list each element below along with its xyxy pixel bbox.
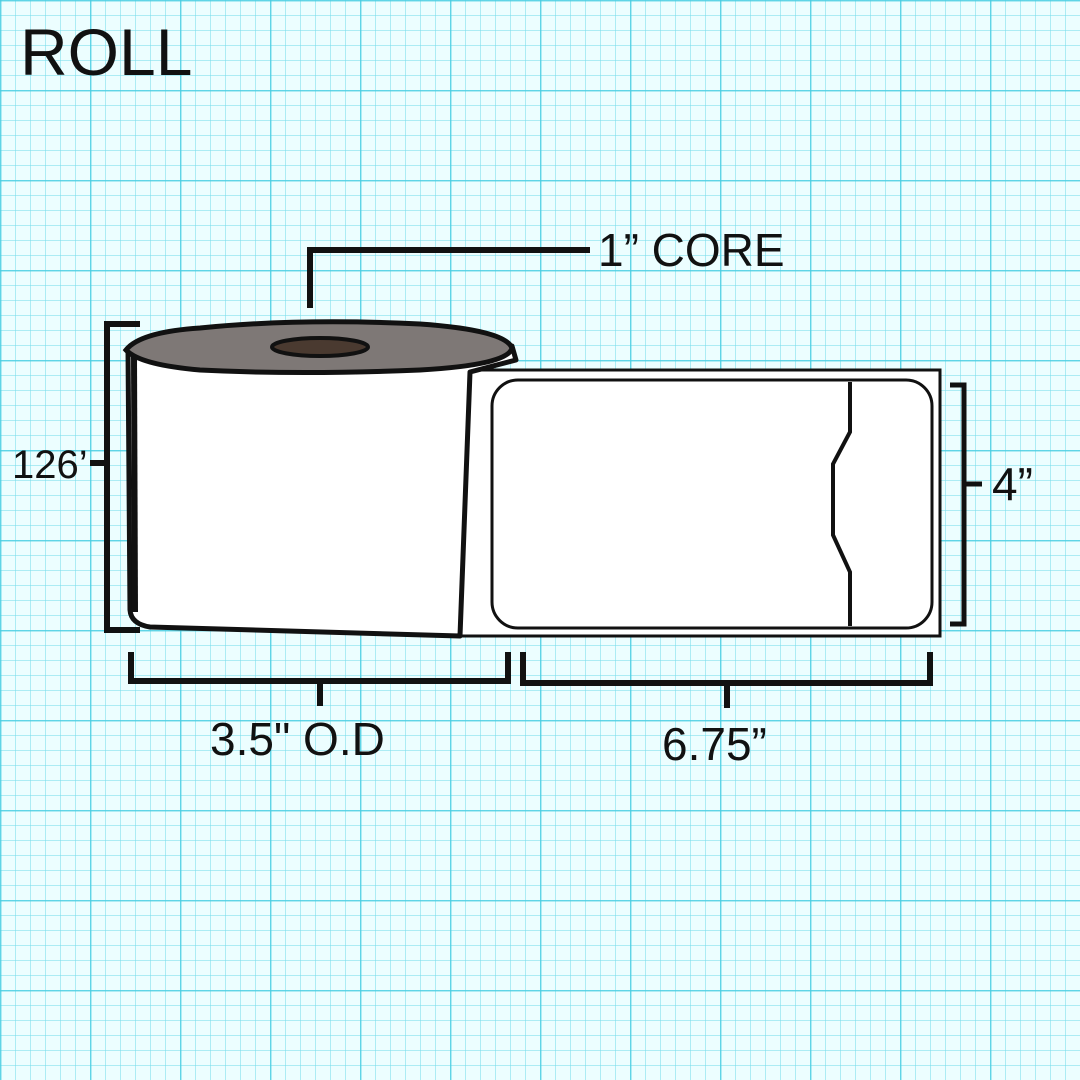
outer-diameter-bracket	[128, 652, 511, 684]
label-stub-line	[831, 382, 852, 626]
roll-body	[125, 343, 519, 639]
outer-diameter-label: 3.5" O.D	[210, 713, 385, 765]
shipping-label	[490, 378, 934, 630]
label-height-bracket	[950, 382, 967, 627]
label-width-bracket	[520, 652, 933, 686]
diagram-title: ROLL	[20, 15, 192, 89]
label-height-label: 4”	[992, 458, 1033, 510]
label-width-label: 6.75”	[662, 718, 767, 770]
core-label: 1” CORE	[598, 224, 785, 276]
length-bracket	[104, 321, 140, 633]
core-hole	[270, 336, 370, 358]
length-label: 126’	[12, 443, 88, 487]
roll-left-edge	[131, 354, 138, 613]
core-leader-line	[307, 247, 590, 308]
